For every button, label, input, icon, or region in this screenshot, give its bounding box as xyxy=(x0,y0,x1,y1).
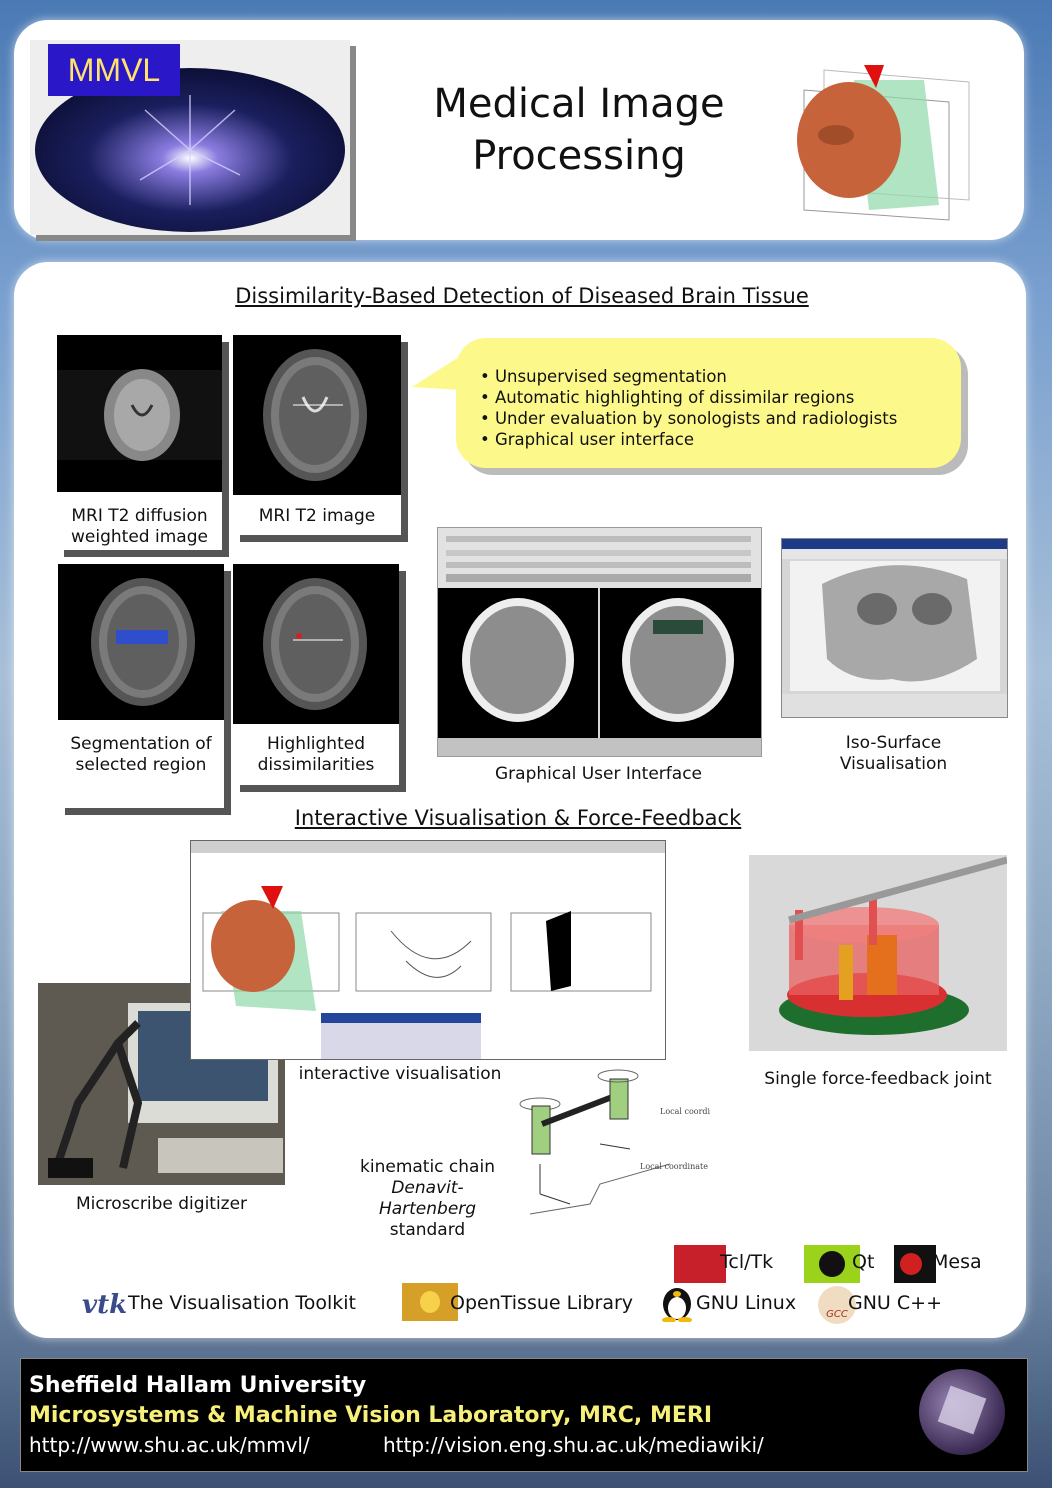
gcc-label: GNU C++ xyxy=(848,1292,942,1314)
caption-diffusion-line2: weighted image xyxy=(71,527,208,547)
bullet-item: • Under evaluation by sonologists and ra… xyxy=(480,409,898,428)
kinematic-chain-diagram: Local coordinate Local coordinate xyxy=(510,1064,728,1226)
caption-highlighted-line1: Highlighted xyxy=(267,734,365,754)
bullet-item: • Unsupervised segmentation xyxy=(480,367,727,386)
gcc-logo-icon: GCC xyxy=(818,1286,856,1324)
bullet-bubble: • Unsupervised segmentation • Automatic … xyxy=(456,338,961,468)
caption-interactive: interactive visualisation xyxy=(298,1064,502,1084)
force-feedback-joint-image xyxy=(749,855,1007,1051)
mri-highlighted-image xyxy=(233,564,399,724)
title-line-2: Processing xyxy=(472,133,686,179)
eye-graphic xyxy=(35,68,345,232)
caption-t2: MRI T2 image xyxy=(258,506,376,526)
caption-diffusion-line1: MRI T2 diffusion xyxy=(71,506,208,526)
footer-lab: Microsystems & Machine Vision Laboratory… xyxy=(29,1403,712,1428)
caption-kin-line2: Denavit- xyxy=(391,1178,464,1198)
bullet-item: • Automatic highlighting of dissimilar r… xyxy=(480,388,855,407)
vtk-logo-icon: vtk xyxy=(82,1290,128,1320)
caption-kin-line3: Hartenberg xyxy=(378,1199,477,1219)
tux-linux-icon xyxy=(662,1288,692,1322)
tcl-logo-icon xyxy=(674,1245,726,1283)
caption-joint: Single force-feedback joint xyxy=(764,1069,992,1089)
mmvl-logo-box: MMVL xyxy=(48,44,180,96)
bullet-text: Unsupervised segmentation xyxy=(494,367,727,386)
caption-segmentation-line1: Segmentation of xyxy=(70,734,212,754)
section-heading-dissimilarity: Dissimilarity-Based Detection of Disease… xyxy=(235,284,809,308)
caption-microscribe: Microscribe digitizer xyxy=(75,1194,248,1214)
caption-kinematic: kinematic chain Denavit- Hartenberg stan… xyxy=(345,1157,510,1241)
section-heading-visualisation: Interactive Visualisation & Force-Feedba… xyxy=(294,806,742,830)
caption-highlighted: Highlighted dissimilarities xyxy=(233,734,399,776)
title-line-1: Medical Image xyxy=(433,81,725,127)
interactive-visualisation-screenshot xyxy=(190,840,666,1060)
bullet-bubble-pointer xyxy=(412,355,462,390)
footer-university: Sheffield Hallam University xyxy=(29,1373,367,1398)
caption-kin-line4: standard xyxy=(389,1220,466,1240)
mesa-label: Mesa xyxy=(932,1251,982,1273)
footer-url-mmvl[interactable]: http://www.shu.ac.uk/mmvl/ xyxy=(29,1433,310,1457)
page-title: Medical Image Processing xyxy=(394,78,764,182)
opentissue-logo-icon xyxy=(402,1283,458,1321)
bullet-text: Automatic highlighting of dissimilar reg… xyxy=(494,388,855,407)
qt-logo-icon xyxy=(804,1245,860,1283)
svg-text:Local coordinate: Local coordinate xyxy=(660,1107,710,1116)
tcl-label: Tcl/Tk xyxy=(720,1251,774,1273)
vtk-label: The Visualisation Toolkit xyxy=(128,1292,356,1314)
caption-gui: Graphical User Interface xyxy=(494,764,703,784)
caption-segmentation-line2: selected region xyxy=(75,755,207,775)
caption-segmentation: Segmentation of selected region xyxy=(58,734,224,776)
caption-kin-line1: kinematic chain xyxy=(360,1157,495,1177)
bullet-list: • Unsupervised segmentation • Automatic … xyxy=(480,366,961,450)
caption-diffusion: MRI T2 diffusion weighted image xyxy=(57,506,222,548)
iso-surface-image xyxy=(781,538,1008,718)
mmvl-eye-logo: MMVL xyxy=(30,40,350,235)
header-panel: MMVL Medical Image Processing xyxy=(14,20,1024,240)
caption-highlighted-line2: dissimilarities xyxy=(257,755,375,775)
opentissue-label: OpenTissue Library xyxy=(450,1292,634,1314)
bullet-text: Under evaluation by sonologists and radi… xyxy=(494,409,898,428)
mesa-logo-icon xyxy=(894,1245,936,1283)
mri-diffusion-image xyxy=(57,335,222,492)
head-render-image xyxy=(797,65,970,221)
footer-url-mediawiki[interactable]: http://vision.eng.shu.ac.uk/mediawiki/ xyxy=(383,1433,764,1457)
linux-label: GNU Linux xyxy=(696,1292,797,1314)
mri-t2-image xyxy=(233,335,401,495)
caption-iso-line2: Visualisation xyxy=(839,754,948,774)
bullet-item: • Graphical user interface xyxy=(480,430,695,449)
mri-segmentation-image xyxy=(58,564,224,720)
svg-text:Local coordinate: Local coordinate xyxy=(640,1162,708,1171)
caption-iso-surface: Iso-Surface Visualisation xyxy=(781,733,1006,775)
qt-label: Qt xyxy=(852,1251,875,1273)
footer-bar: Sheffield Hallam University Microsystems… xyxy=(20,1358,1028,1472)
mmvl-cube-logo-icon xyxy=(919,1369,1005,1455)
caption-iso-line1: Iso-Surface xyxy=(845,733,942,753)
bullet-text: Graphical user interface xyxy=(494,430,695,449)
gui-screenshot xyxy=(437,527,762,757)
